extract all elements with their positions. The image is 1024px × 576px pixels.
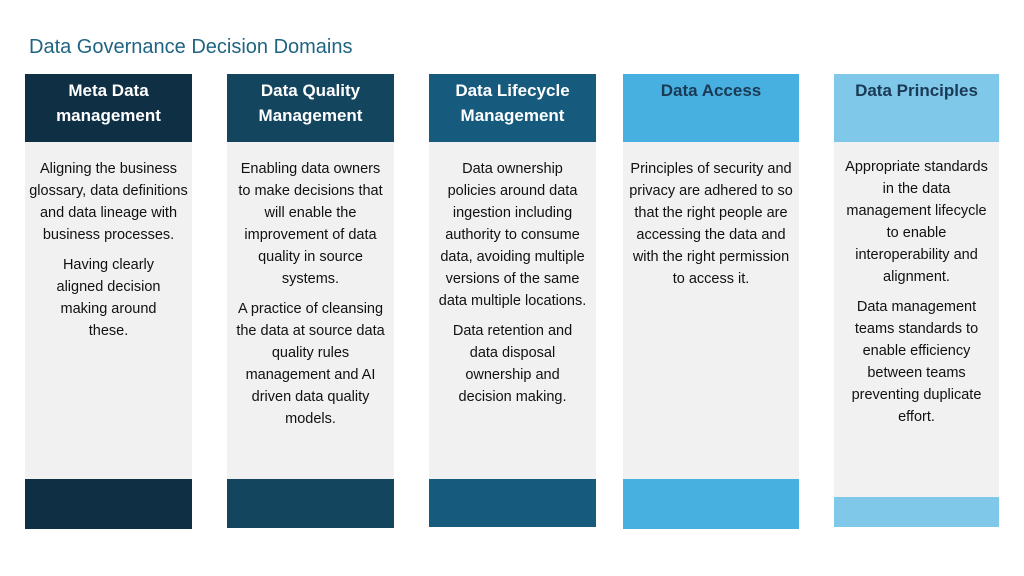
column-paragraph: Principles of security and privacy are a… — [629, 161, 793, 287]
column-paragraph: Data retention and data disposal ownersh… — [452, 323, 573, 405]
column-paragraph: Having clearly aligned decision making a… — [56, 257, 161, 339]
column-paragraph: A practice of cleansing the data at sour… — [236, 301, 385, 427]
column-heading: Data Quality Management — [258, 81, 363, 125]
column-paragraph: Aligning the business glossary, data def… — [29, 161, 188, 243]
column-heading: Data Lifecycle Management — [455, 81, 570, 125]
column-body: Aligning the business glossary, data def… — [25, 158, 192, 350]
domain-column-data-lifecycle: Data Lifecycle Management Data ownership… — [429, 74, 596, 527]
domain-column-data-access: Data Access Principles of security and p… — [623, 74, 799, 529]
column-footer-bar — [834, 497, 999, 527]
column-heading: Data Principles — [855, 81, 978, 100]
column-header: Meta Data management — [25, 74, 192, 142]
column-paragraph: Appropriate standards in the data manage… — [845, 159, 988, 285]
slide-title: Data Governance Decision Domains — [29, 36, 353, 58]
column-footer-bar — [429, 479, 596, 527]
domain-column-data-quality: Data Quality Management Enabling data ow… — [227, 74, 394, 528]
column-header: Data Quality Management — [227, 74, 394, 142]
column-body: Principles of security and privacy are a… — [623, 158, 799, 298]
column-header: Data Lifecycle Management — [429, 74, 596, 142]
column-paragraph: Enabling data owners to make decisions t… — [238, 161, 383, 287]
column-heading: Meta Data management — [56, 81, 161, 125]
column-footer-bar — [25, 479, 192, 529]
domain-column-meta-data: Meta Data management Aligning the busine… — [25, 74, 192, 529]
column-footer-bar — [227, 479, 394, 528]
column-footer-bar — [623, 479, 799, 529]
column-header: Data Access — [623, 74, 799, 142]
column-header: Data Principles — [834, 74, 999, 142]
column-heading: Data Access — [660, 81, 762, 100]
column-paragraph: Data management teams standards to enabl… — [851, 299, 982, 425]
column-body: Appropriate standards in the data manage… — [834, 156, 999, 436]
column-paragraph: Data ownership policies around data inge… — [438, 161, 587, 309]
domain-column-data-principles: Data Principles Appropriate standards in… — [834, 74, 999, 527]
column-body: Data ownership policies around data inge… — [429, 158, 596, 416]
column-body: Enabling data owners to make decisions t… — [227, 158, 394, 438]
